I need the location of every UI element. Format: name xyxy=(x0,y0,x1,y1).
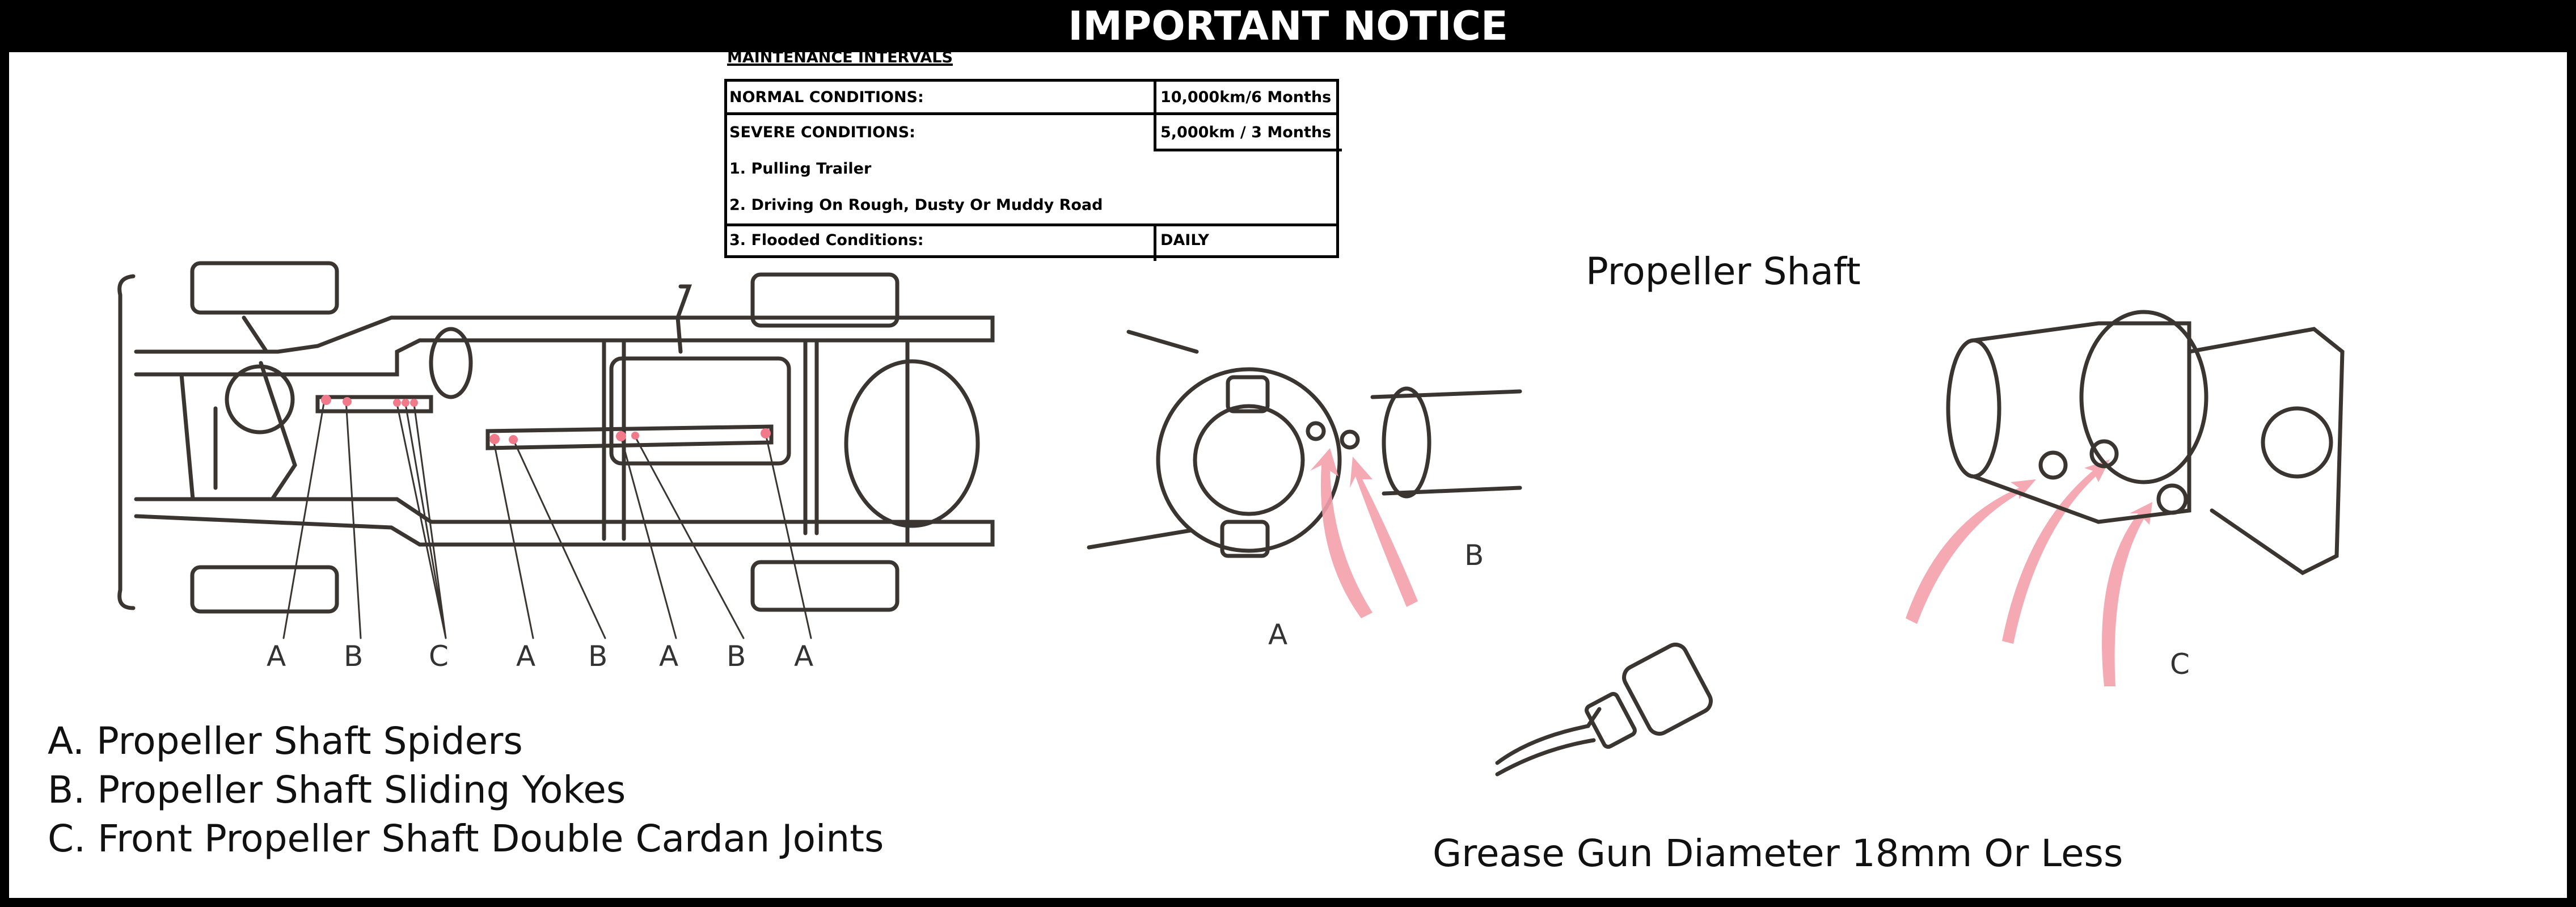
notice-header: IMPORTANT NOTICE xyxy=(0,0,2576,52)
flooded-conditions-label: 3. Flooded Conditions: xyxy=(729,231,924,249)
maintenance-intervals-title: MAINTENANCE INTERVALS xyxy=(727,49,953,66)
chassis-letter-a: A xyxy=(794,640,814,673)
chassis-letter-c: C xyxy=(429,640,449,673)
maintenance-table: NORMAL CONDITIONS: 10,000km/6 Months SEV… xyxy=(724,79,1342,261)
severe-conditions-value: 5,000km / 3 Months xyxy=(1160,124,1332,141)
severe-item: 1. Pulling Trailer xyxy=(729,160,872,178)
normal-conditions-value: 10,000km/6 Months xyxy=(1160,88,1332,106)
legend-item-b: B. Propeller Shaft Sliding Yokes xyxy=(48,768,626,812)
chassis-letter-b: B xyxy=(588,640,608,673)
normal-conditions-label: NORMAL CONDITIONS: xyxy=(729,88,924,106)
legend-item-a: A. Propeller Shaft Spiders xyxy=(48,719,523,763)
double-cardan-joint-diagram-c xyxy=(1946,310,2345,576)
severe-item: 2. Driving On Rough, Dusty Or Muddy Road xyxy=(729,196,1103,214)
flooded-conditions-value: DAILY xyxy=(1160,231,1209,249)
spider-joint-diagram-a-b xyxy=(1087,330,1522,558)
propeller-shaft-title: Propeller Shaft xyxy=(1586,250,1861,293)
severe-conditions-label: SEVERE CONDITIONS: xyxy=(729,124,915,141)
grease-gun-diagram xyxy=(1495,642,1713,777)
diagram-letter-c: C xyxy=(2170,648,2190,681)
legend-item-c: C. Front Propeller Shaft Double Cardan J… xyxy=(48,817,884,860)
chassis-letter-a: A xyxy=(516,640,536,673)
diagram-letter-a: A xyxy=(1268,618,1288,651)
chassis-letter-a: A xyxy=(659,640,679,673)
chassis-diagram xyxy=(117,261,995,614)
chassis-letter-b: B xyxy=(344,640,364,673)
leader-lines xyxy=(282,399,812,639)
grease-point-markers xyxy=(321,395,771,444)
chassis-letter-a: A xyxy=(267,640,286,673)
chassis-letter-b: B xyxy=(727,640,746,673)
diagram-letter-b: B xyxy=(1464,539,1484,572)
grease-arrows xyxy=(1310,448,2152,686)
grease-gun-note: Grease Gun Diameter 18mm Or Less xyxy=(1433,832,2123,875)
